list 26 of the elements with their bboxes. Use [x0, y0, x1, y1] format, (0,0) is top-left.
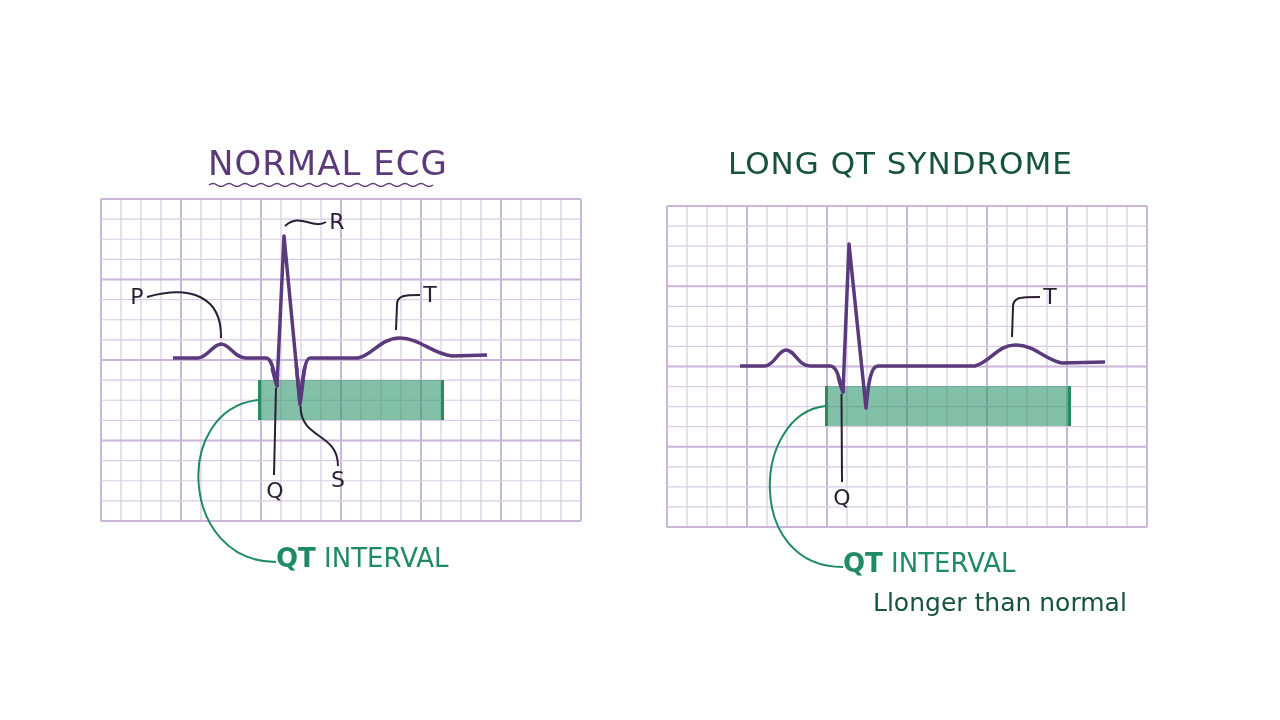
wave-label: R [326, 207, 348, 237]
leader-line [284, 219, 327, 227]
wave-label: S [328, 466, 348, 494]
leader-line [395, 294, 421, 331]
q-wave-dip [836, 374, 847, 394]
leader-line [197, 399, 277, 563]
wave-label: P [127, 283, 147, 311]
wave-label: T [420, 281, 440, 309]
panel-heading: LONG QT SYNDROME [728, 145, 1073, 181]
leader-line [840, 393, 843, 483]
leader-line [273, 387, 277, 476]
wave-label: Q [830, 482, 854, 514]
leader-line [1011, 296, 1041, 338]
q-wave-dip [270, 366, 282, 388]
wave-label: Q [263, 475, 287, 507]
leader-line [146, 291, 222, 339]
leader-line [299, 405, 339, 467]
leader-line [768, 405, 844, 568]
qt-interval-bar [825, 386, 1071, 426]
note-text: Llonger than normal [873, 588, 1127, 617]
panel-heading: NORMAL ECG [208, 143, 448, 183]
interval-label: QT INTERVAL [276, 543, 449, 573]
s-wave-dip [294, 362, 307, 406]
wave-label: T [1040, 283, 1060, 311]
qt-interval-bar [258, 380, 444, 420]
interval-label: QT INTERVAL [843, 548, 1016, 578]
